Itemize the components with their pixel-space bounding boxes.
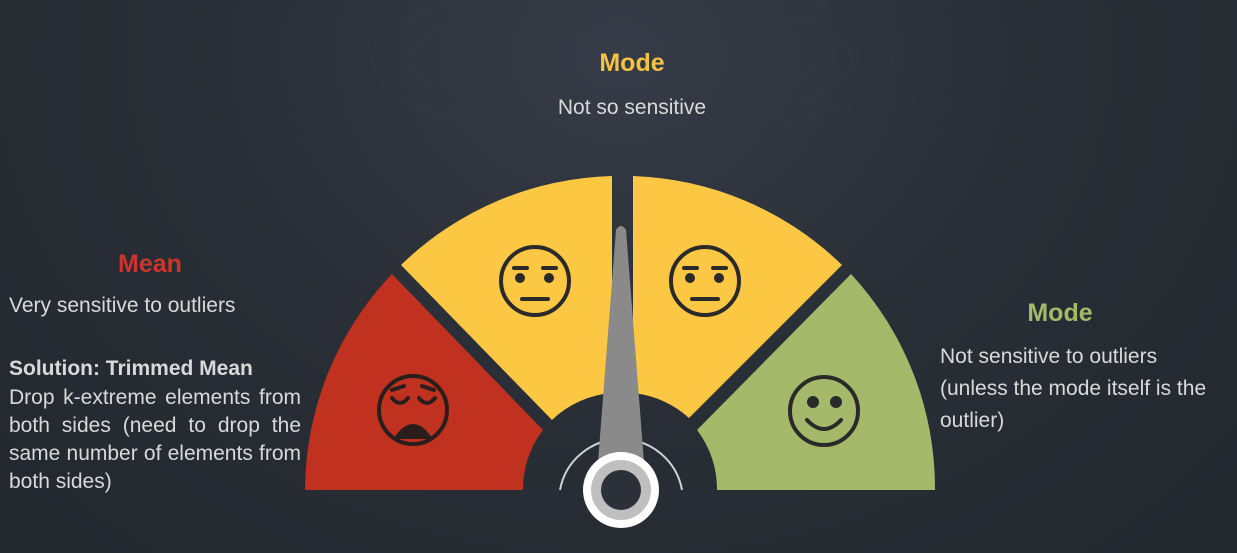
- left-title: Mean: [118, 250, 182, 278]
- neutral-face-icon: [669, 245, 741, 317]
- top-subtitle: Not so sensitive: [557, 96, 707, 119]
- gauge-segment-mean: [305, 274, 543, 490]
- right-title: Mode: [1027, 299, 1093, 327]
- weary-face-icon: [377, 374, 449, 446]
- gauge-needle: [596, 226, 646, 488]
- top-glow-dots: [371, 0, 893, 141]
- solution-text: Drop k-extreme elements from both sides …: [9, 386, 301, 493]
- right-text: Not sensitive to outliers (unless the mo…: [940, 345, 1207, 432]
- top-title: Mode: [599, 49, 665, 77]
- smiling-face-icon: [788, 375, 860, 447]
- gauge-segment-mode-green: [697, 274, 936, 490]
- left-subtitle: Very sensitive to outliers: [9, 294, 236, 317]
- solution-title: Solution: Trimmed Mean: [9, 357, 253, 380]
- gauge-segment-mode-right: [633, 176, 842, 418]
- neutral-face-icon: [499, 245, 571, 317]
